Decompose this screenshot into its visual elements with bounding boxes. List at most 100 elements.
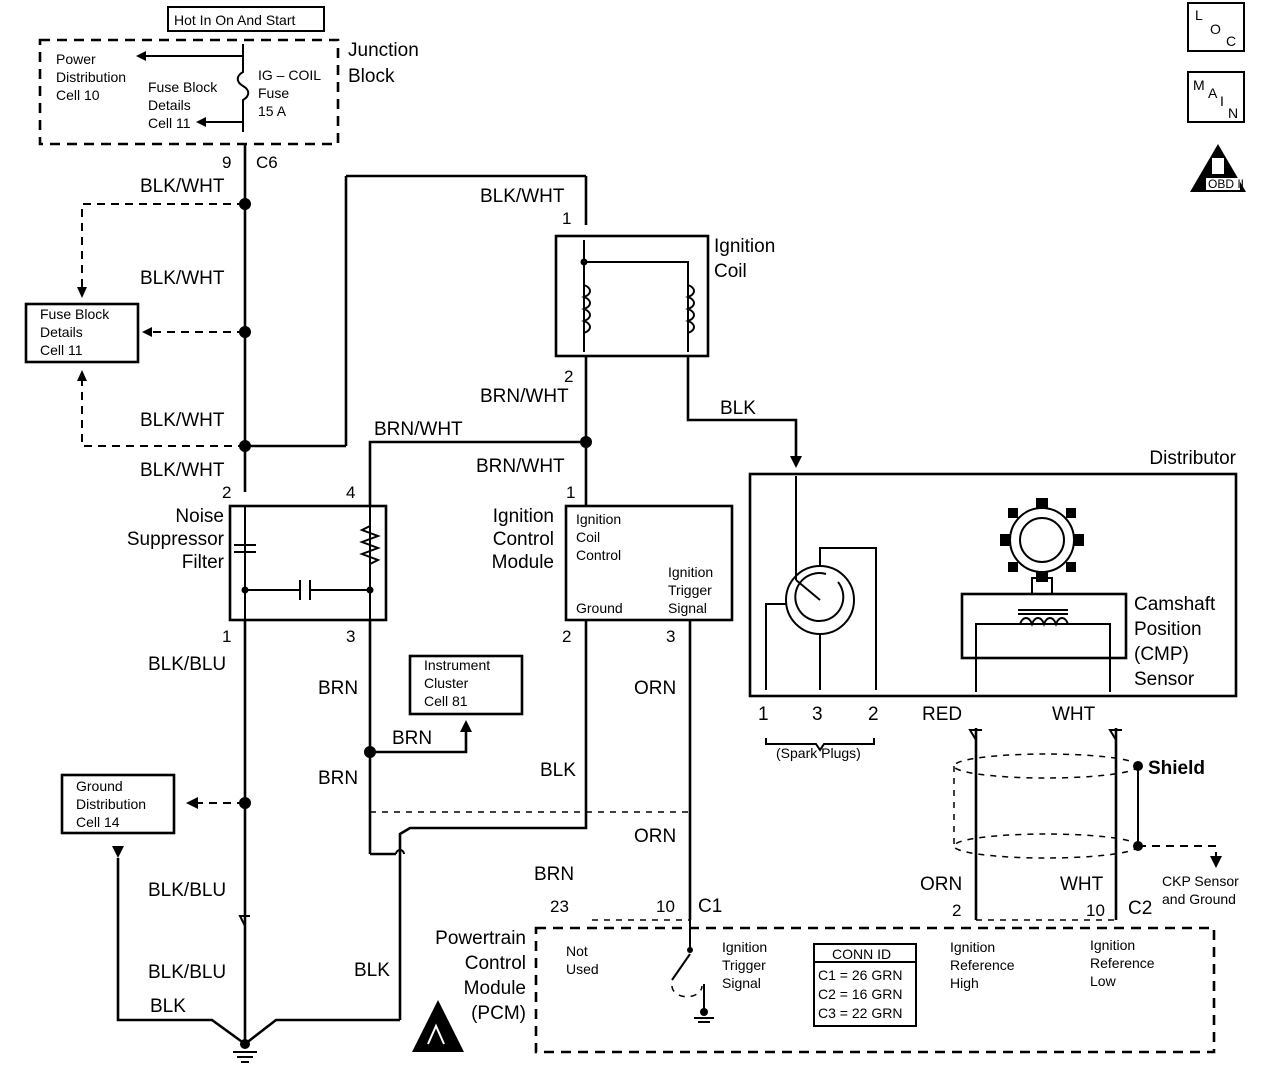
svg-text:Trigger: Trigger xyxy=(722,957,766,973)
svg-text:BLK/BLU: BLK/BLU xyxy=(148,880,226,901)
svg-text:L: L xyxy=(1195,7,1203,23)
svg-text:Ignition: Ignition xyxy=(722,939,767,955)
svg-text:Sensor: Sensor xyxy=(1134,669,1195,690)
svg-text:BLK/WHT: BLK/WHT xyxy=(480,186,565,207)
svg-text:23: 23 xyxy=(550,897,569,916)
svg-text:Cell 11: Cell 11 xyxy=(148,115,191,131)
svg-text:3: 3 xyxy=(812,704,823,725)
distributor: Distributor 1 3 2 (Spark Plugs) xyxy=(748,448,1238,761)
svg-text:2: 2 xyxy=(562,627,571,646)
svg-text:Trigger: Trigger xyxy=(668,582,712,598)
svg-text:WHT: WHT xyxy=(1060,874,1104,895)
svg-text:Distributor: Distributor xyxy=(1149,448,1236,469)
svg-text:BRN/WHT: BRN/WHT xyxy=(374,419,463,440)
svg-text:Cell 14: Cell 14 xyxy=(76,814,120,830)
svg-text:BLK: BLK xyxy=(720,398,756,419)
svg-text:Not: Not xyxy=(566,943,588,959)
svg-text:OBD II: OBD II xyxy=(1208,177,1244,191)
svg-text:Coil: Coil xyxy=(714,261,747,282)
svg-text:Reference: Reference xyxy=(1090,955,1155,971)
ground-distribution-box: Ground Distribution Cell 14 xyxy=(60,773,176,835)
svg-text:BLK/BLU: BLK/BLU xyxy=(148,654,226,675)
hot-label: Hot In On And Start xyxy=(167,6,325,32)
svg-text:10: 10 xyxy=(1086,901,1105,920)
svg-text:Cluster: Cluster xyxy=(424,675,469,691)
svg-text:4: 4 xyxy=(346,483,355,502)
svg-text:Ignition: Ignition xyxy=(576,511,621,527)
svg-text:Coil: Coil xyxy=(576,529,600,545)
pcm-ground-icon xyxy=(694,1008,714,1023)
svg-text:(Spark Plugs): (Spark Plugs) xyxy=(776,745,861,761)
cmp-sensor: Camshaft Position (CMP) Sensor xyxy=(960,498,1216,692)
svg-text:Fuse Block: Fuse Block xyxy=(40,306,110,322)
svg-text:Module: Module xyxy=(464,978,526,999)
svg-text:Signal: Signal xyxy=(668,600,707,616)
svg-text:Camshaft: Camshaft xyxy=(1134,594,1216,615)
svg-text:C2: C2 xyxy=(1128,898,1152,919)
ignition-coil: Ignition Coil xyxy=(554,234,775,358)
powertrain-control-module: Powertrain Control Module (PCM) Not Used… xyxy=(412,920,1216,1054)
svg-text:C2 = 16 GRN: C2 = 16 GRN xyxy=(818,986,902,1002)
svg-text:3: 3 xyxy=(666,627,675,646)
primary-winding-icon xyxy=(581,284,591,334)
svg-text:Control: Control xyxy=(493,529,554,550)
svg-text:Cell 11: Cell 11 xyxy=(40,342,83,358)
svg-text:BRN: BRN xyxy=(318,768,358,789)
svg-text:Block: Block xyxy=(348,66,395,87)
svg-text:Filter: Filter xyxy=(182,552,225,573)
svg-text:A: A xyxy=(1208,85,1218,101)
svg-text:1: 1 xyxy=(566,483,575,502)
svg-text:BLK/WHT: BLK/WHT xyxy=(140,460,225,481)
svg-text:1: 1 xyxy=(222,627,231,646)
svg-text:CKP Sensor: CKP Sensor xyxy=(1162,873,1239,889)
svg-text:C3 = 22 GRN: C3 = 22 GRN xyxy=(818,1005,902,1021)
svg-text:High: High xyxy=(950,975,979,991)
svg-text:N: N xyxy=(1228,105,1238,121)
svg-text:C1 = 26 GRN: C1 = 26 GRN xyxy=(818,967,902,983)
svg-text:Fuse Block: Fuse Block xyxy=(148,79,218,95)
svg-text:C: C xyxy=(1226,33,1236,49)
svg-text:BLK: BLK xyxy=(540,760,576,781)
svg-text:15 A: 15 A xyxy=(258,103,287,119)
svg-text:BLK/WHT: BLK/WHT xyxy=(140,410,225,431)
svg-text:C1: C1 xyxy=(698,896,722,917)
obd-ii-icon: OBD II xyxy=(1190,144,1246,192)
svg-text:Suppressor: Suppressor xyxy=(127,529,225,550)
svg-text:Fuse: Fuse xyxy=(258,85,289,101)
junction-block-title: Junction xyxy=(348,40,419,61)
svg-text:BRN: BRN xyxy=(534,864,574,885)
svg-text:M: M xyxy=(1193,77,1205,93)
svg-text:BLK/BLU: BLK/BLU xyxy=(148,962,226,983)
svg-text:BRN: BRN xyxy=(392,728,432,749)
svg-text:Low: Low xyxy=(1090,973,1117,989)
svg-text:Instrument: Instrument xyxy=(424,657,490,673)
svg-text:(PCM): (PCM) xyxy=(471,1003,526,1024)
svg-text:3: 3 xyxy=(346,627,355,646)
shield: Shield CKP Sensor and Ground xyxy=(953,753,1239,907)
svg-text:ORN: ORN xyxy=(634,678,676,699)
svg-text:Cell 81: Cell 81 xyxy=(424,693,468,709)
svg-text:Hot In On And Start: Hot In On And Start xyxy=(174,12,296,28)
svg-text:Ground: Ground xyxy=(576,600,623,616)
svg-text:9: 9 xyxy=(222,153,231,172)
svg-text:Powertrain: Powertrain xyxy=(435,928,526,949)
svg-text:Control: Control xyxy=(576,547,621,563)
svg-text:2: 2 xyxy=(868,704,879,725)
svg-text:BLK/WHT: BLK/WHT xyxy=(140,268,225,289)
fuse-block-details-box: Fuse Block Details Cell 11 xyxy=(24,302,140,364)
svg-text:Cell 10: Cell 10 xyxy=(56,87,100,103)
svg-text:Control: Control xyxy=(465,953,526,974)
svg-text:Position: Position xyxy=(1134,619,1202,640)
svg-text:O: O xyxy=(1210,21,1221,37)
instrument-cluster-box: Instrument Cluster Cell 81 xyxy=(408,654,524,716)
svg-text:RED: RED xyxy=(922,704,962,725)
svg-text:BRN: BRN xyxy=(318,678,358,699)
svg-text:Used: Used xyxy=(566,961,599,977)
svg-text:2: 2 xyxy=(222,483,231,502)
svg-text:C6: C6 xyxy=(256,153,278,172)
wire-label: BLK/WHT xyxy=(140,176,225,197)
svg-text:Shield: Shield xyxy=(1148,758,1205,779)
esd-warning-icon xyxy=(412,1000,464,1052)
svg-text:2: 2 xyxy=(564,367,573,386)
